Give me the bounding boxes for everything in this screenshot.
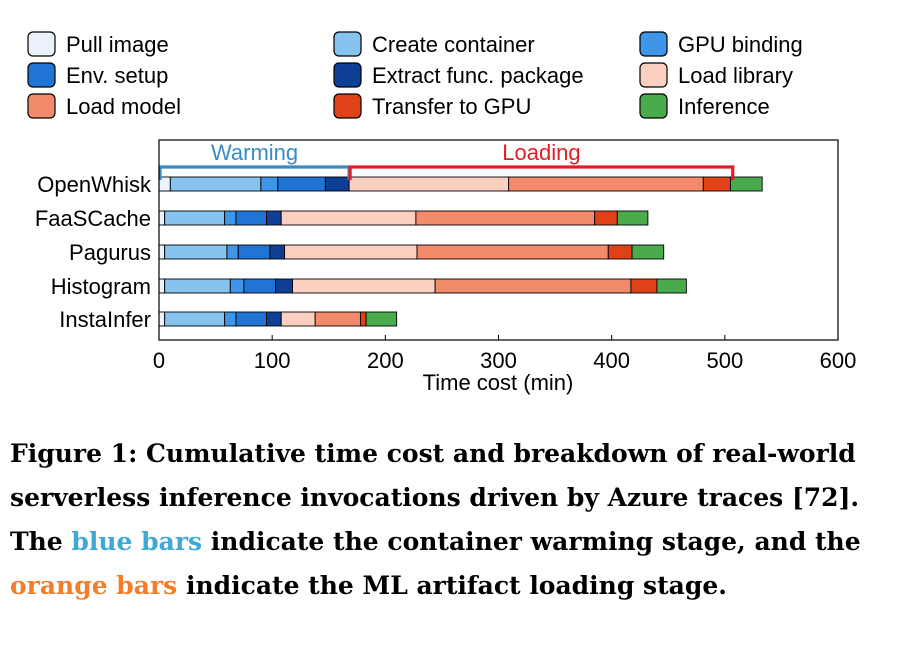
bar-faascache-pull-image — [158, 210, 166, 226]
bar-instainfer-transfer-to-gpu — [359, 311, 367, 327]
bracket-label-warming: Warming — [211, 140, 298, 165]
bar-openwhisk-create-container — [169, 176, 262, 192]
x-tick-label-300: 300 — [480, 348, 517, 373]
bar-faascache-extract-func-package — [266, 210, 282, 226]
bar-faascache-load-library — [280, 210, 417, 226]
bar-histogram-create-container — [164, 278, 231, 294]
legend-label-inference: Inference — [678, 94, 770, 119]
legend-label-transfer-to-gpu: Transfer to GPU — [372, 94, 531, 119]
bar-histogram-inference — [656, 278, 687, 294]
y-tick-label-pagurus: Pagurus — [69, 240, 151, 265]
bar-instainfer-pull-image — [158, 311, 166, 327]
legend-label-create-container: Create container — [372, 32, 535, 57]
bracket-label-loading: Loading — [502, 140, 580, 165]
bar-openwhisk-load-library — [348, 176, 510, 192]
x-tick-label-400: 400 — [593, 348, 630, 373]
bar-pagurus-extract-func-package — [269, 244, 286, 260]
legend-label-env-setup: Env. setup — [66, 63, 168, 88]
caption-text-1: Figure 1: Cumulative time cost and break… — [10, 439, 860, 556]
bar-instainfer-create-container — [164, 311, 226, 327]
bar-openwhisk-gpu-binding — [260, 176, 279, 192]
x-tick-label-0: 0 — [153, 348, 165, 373]
legend-swatch-load-library — [639, 62, 668, 88]
bar-openwhisk-extract-func-package — [324, 176, 350, 192]
x-tick-label-500: 500 — [706, 348, 743, 373]
y-tick-label-histogram: Histogram — [51, 274, 151, 299]
plot-frame — [158, 139, 839, 341]
bar-histogram-env-setup — [243, 278, 277, 294]
caption-orange-highlight: orange bars — [10, 571, 178, 600]
legend-label-load-model: Load model — [66, 94, 181, 119]
bar-histogram-load-model — [434, 278, 632, 294]
x-tick-label-600: 600 — [820, 348, 857, 373]
x-tick-label-100: 100 — [254, 348, 291, 373]
bar-pagurus-env-setup — [237, 244, 271, 260]
legend-swatch-create-container — [333, 31, 362, 57]
bar-faascache-env-setup — [235, 210, 267, 226]
caption-text-3: indicate the ML artifact loading stage. — [177, 571, 727, 600]
legend-swatch-load-model — [27, 93, 56, 119]
legend-label-gpu-binding: GPU binding — [678, 32, 803, 57]
x-axis: 0 100 200 300 400 500 600 — [153, 335, 856, 373]
bar-faascache-load-model — [415, 210, 596, 226]
bar-pagurus-gpu-binding — [226, 244, 239, 260]
stage-brackets: Warming Loading — [158, 140, 735, 180]
x-axis-label: Time cost (min) — [423, 370, 574, 395]
legend-swatch-transfer-to-gpu — [333, 93, 362, 119]
bar-faascache-gpu-binding — [224, 210, 237, 226]
bar-openwhisk-env-setup — [277, 176, 326, 192]
figure-caption: Figure 1: Cumulative time cost and break… — [10, 432, 890, 608]
bar-openwhisk-inference — [730, 176, 763, 192]
bar-instainfer-env-setup — [235, 311, 267, 327]
y-tick-label-openwhisk: OpenWhisk — [37, 172, 152, 197]
caption-text-2: indicate the container warming stage, an… — [202, 527, 861, 556]
x-tick-label-200: 200 — [367, 348, 404, 373]
bar-instainfer-load-library — [280, 311, 316, 327]
bar-histogram-transfer-to-gpu — [630, 278, 658, 294]
bar-faascache-create-container — [164, 210, 226, 226]
legend-swatch-env-setup — [27, 62, 56, 88]
bar-pagurus-load-library — [284, 244, 418, 260]
y-tick-label-faascache: FaaSCache — [35, 206, 151, 231]
bar-faascache-inference — [616, 210, 649, 226]
bar-instainfer-extract-func-package — [266, 311, 282, 327]
caption-blue-highlight: blue bars — [71, 527, 203, 556]
bar-faascache-transfer-to-gpu — [594, 210, 618, 226]
bar-histogram-extract-func-package — [275, 278, 293, 294]
legend-label-extract-func-package: Extract func. package — [372, 63, 584, 88]
bar-openwhisk-transfer-to-gpu — [702, 176, 731, 192]
legend-swatch-gpu-binding — [639, 31, 668, 57]
bar-instainfer-gpu-binding — [224, 311, 237, 327]
bar-histogram-load-library — [292, 278, 436, 294]
legend-swatch-inference — [639, 93, 668, 119]
bar-pagurus-create-container — [164, 244, 228, 260]
bar-openwhisk-load-model — [508, 176, 704, 192]
y-tick-labels: OpenWhiskFaaSCachePagurusHistogramInstaI… — [35, 172, 152, 332]
bar-pagurus-pull-image — [158, 244, 166, 260]
legend-label-load-library: Load library — [678, 63, 793, 88]
y-tick-label-instainfer: InstaInfer — [59, 307, 151, 332]
bar-instainfer-inference — [365, 311, 398, 327]
legend-swatch-pull-image — [27, 31, 56, 57]
bracket-loading — [348, 165, 735, 180]
bar-histogram-pull-image — [158, 278, 166, 294]
bar-instainfer-load-model — [314, 311, 361, 327]
bar-histogram-gpu-binding — [229, 278, 245, 294]
bar-pagurus-load-model — [416, 244, 609, 260]
bars — [158, 176, 763, 327]
legend-swatch-extract-func-package — [333, 62, 362, 88]
legend-label-pull-image: Pull image — [66, 32, 169, 57]
bar-pagurus-inference — [631, 244, 665, 260]
bar-pagurus-transfer-to-gpu — [607, 244, 633, 260]
